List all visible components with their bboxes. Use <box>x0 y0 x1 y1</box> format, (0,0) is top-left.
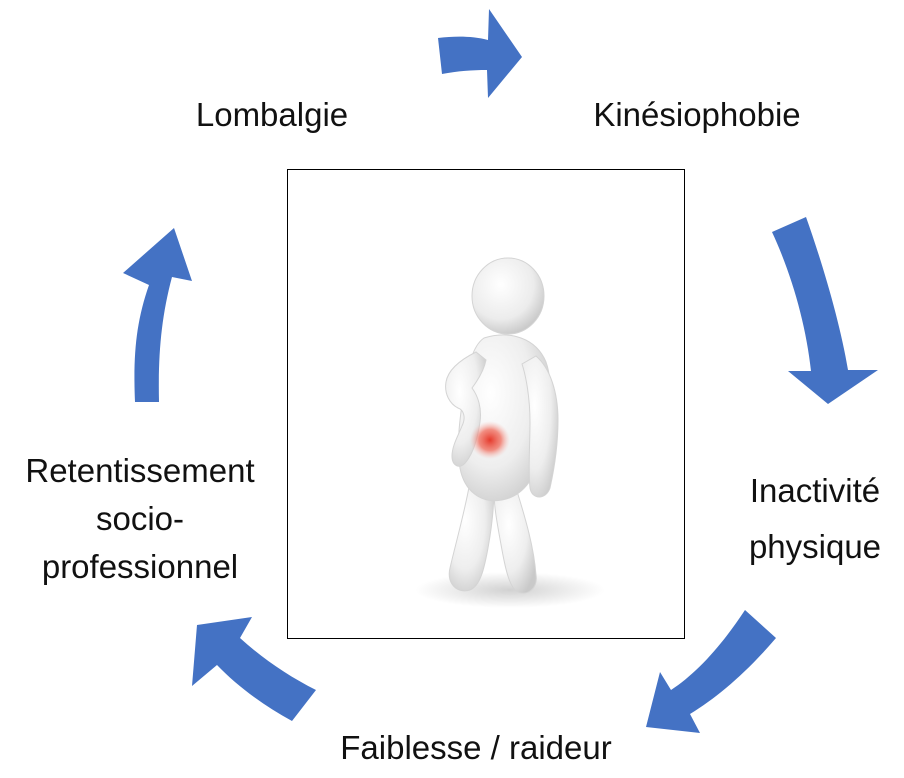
stage-label-lombalgie: Lombalgie <box>172 92 372 138</box>
stage-label-faiblesse-raideur: Faiblesse / raideur <box>316 725 636 771</box>
stage-text-line-1: Retentissement <box>25 452 255 489</box>
stage-text: Faiblesse / raideur <box>340 729 612 766</box>
pain-spot <box>470 421 510 459</box>
arrow-faiblesse-to-retentissement <box>192 617 316 721</box>
stage-label-inactivite-physique: Inactivité physique <box>726 463 904 575</box>
center-image-frame <box>287 169 685 639</box>
stage-text-line-3: professionnel <box>41 547 239 585</box>
figure-head <box>471 257 545 335</box>
figure-leg-back <box>493 487 537 594</box>
arrow-inactivite-to-faiblesse <box>646 610 776 733</box>
stage-label-kinesiophobie: Kinésiophobie <box>552 92 842 138</box>
arrow-retentissement-to-lombalgie <box>97 228 192 402</box>
back-pain-figure-icon <box>415 257 605 608</box>
stage-text-line-2: physique <box>748 528 882 566</box>
stage-text-line-2: socio- <box>95 499 185 537</box>
stage-text-line-1: Inactivité <box>749 472 881 509</box>
figure-leg-front <box>448 481 495 592</box>
arrow-kinesiophobie-to-inactivite <box>772 217 878 404</box>
figure-arm-right <box>521 355 559 498</box>
stage-label-retentissement: Retentissement socio- professionnel <box>0 447 280 591</box>
stage-text: Lombalgie <box>195 96 349 133</box>
stage-text: Kinésiophobie <box>593 96 801 133</box>
arrow-lombalgie-to-kinesiophobie <box>438 9 522 98</box>
